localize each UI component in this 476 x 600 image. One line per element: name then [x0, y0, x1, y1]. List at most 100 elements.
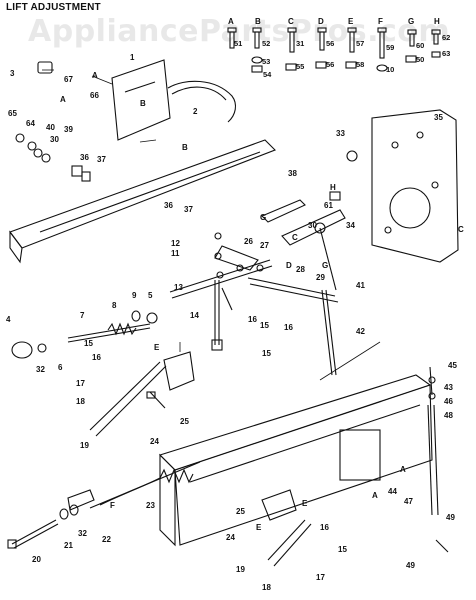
legend-part: 52 [262, 39, 270, 48]
callout-44: 44 [388, 487, 397, 496]
callout-17b: 17 [316, 573, 325, 582]
letter-e: E [154, 343, 160, 352]
callout-15a: 15 [260, 321, 269, 330]
callout-18b: 18 [262, 583, 271, 592]
callout-45: 45 [448, 361, 457, 370]
lift-linkage [169, 245, 339, 376]
callout-32b: 32 [78, 529, 87, 538]
adjusting-knob [11, 341, 33, 359]
hex-nut [59, 508, 69, 520]
callout-33: 33 [336, 129, 345, 138]
letter-a: A [92, 71, 98, 80]
legend-letter-e: E [348, 17, 354, 26]
callout-15b: 15 [262, 349, 271, 358]
callout-18a: 18 [76, 397, 85, 406]
legend-part: 63 [442, 49, 450, 58]
washer [131, 310, 141, 322]
callout-24b: 24 [226, 533, 235, 542]
legend-bolt-c [285, 27, 297, 71]
callout-30: 30 [50, 135, 59, 144]
callout-35: 35 [434, 113, 443, 122]
callout-19b: 19 [236, 565, 245, 574]
leader-lines [42, 69, 381, 381]
legend-bolt-a [227, 27, 237, 49]
callout-41: 41 [356, 281, 365, 290]
callout-21: 21 [64, 541, 73, 550]
callout-3: 3 [10, 69, 15, 78]
callout-19a: 19 [80, 441, 89, 450]
letter-c2: C [458, 225, 464, 234]
callout-14: 14 [190, 311, 199, 320]
legend-part: 58 [356, 60, 364, 69]
callout-16d: 16 [320, 523, 329, 532]
legend-part: 51 [234, 39, 242, 48]
callout-49b: 49 [406, 561, 415, 570]
callout-12: 12 [171, 239, 180, 248]
hardware-legend [227, 27, 441, 73]
callout-65: 65 [8, 109, 17, 118]
callout-27: 27 [260, 241, 269, 250]
legend-part: 56 [326, 60, 334, 69]
handle-cap [37, 61, 53, 74]
legend-bolt-b [251, 27, 263, 73]
callout-2: 2 [193, 107, 198, 116]
lift-lever-upper [89, 361, 167, 437]
callout-17a: 17 [76, 379, 85, 388]
callout-64: 64 [26, 119, 35, 128]
rod-end [67, 489, 95, 511]
callout-15c: 15 [84, 339, 93, 348]
callout-16c: 16 [92, 353, 101, 362]
callout-30b: 30 [308, 221, 317, 230]
letter-e3: E [256, 523, 262, 532]
page-title: LIFT ADJUSTMENT [6, 2, 101, 13]
callout-34: 34 [346, 221, 355, 230]
callout-61: 61 [324, 201, 333, 210]
callout-11: 11 [171, 249, 180, 258]
callout-42: 42 [356, 327, 365, 336]
letter-g: G [260, 213, 266, 222]
letter-e2: E [302, 499, 308, 508]
pivot-bracket [163, 351, 195, 391]
callout-40: 40 [46, 123, 55, 132]
long-bolt [7, 519, 59, 549]
callout-47: 47 [404, 497, 413, 506]
legend-part: 53 [262, 57, 270, 66]
legend-letter-g: G [408, 17, 414, 26]
bushing [346, 150, 358, 162]
lift-handle-rod [167, 80, 237, 123]
legend-bolt-e [345, 27, 357, 69]
letter-a3: A [400, 465, 406, 474]
adjusting-bolt [67, 323, 151, 343]
callout-15d: 15 [338, 545, 347, 554]
legend-bolt-d [315, 27, 327, 69]
callout-8: 8 [112, 301, 117, 310]
letter-labels: A A B B H G C C G D E A A E E F [60, 71, 464, 532]
letter-a2: A [60, 95, 66, 104]
legend-bolt-g [405, 29, 417, 63]
legend-part-numbers: 51 52 53 54 31 55 56 56 57 58 59 10 60 5… [234, 33, 450, 79]
legend-part: 31 [296, 39, 304, 48]
lower-frame [158, 374, 433, 547]
legend-part: 57 [356, 39, 364, 48]
callout-36b: 36 [164, 201, 173, 210]
legend-letters: A B C D E F G H [228, 17, 440, 26]
callout-49a: 49 [446, 513, 455, 522]
nut [146, 312, 158, 324]
legend-bolt-f [376, 27, 388, 72]
washer-stack [15, 133, 91, 182]
callout-9: 9 [132, 291, 137, 300]
legend-letter-d: D [318, 17, 324, 26]
lift-bracket [261, 191, 346, 246]
center-shaft [314, 222, 337, 291]
legend-letter-h: H [434, 17, 440, 26]
callout-39: 39 [64, 125, 73, 134]
legend-part: 60 [416, 41, 424, 50]
lift-spring [89, 461, 201, 509]
side-plate [371, 109, 459, 263]
mounting-plate [111, 59, 171, 141]
callout-4: 4 [6, 315, 11, 324]
legend-bolt-h [431, 29, 441, 58]
washer-small [37, 343, 47, 353]
callout-1: 1 [130, 53, 135, 62]
